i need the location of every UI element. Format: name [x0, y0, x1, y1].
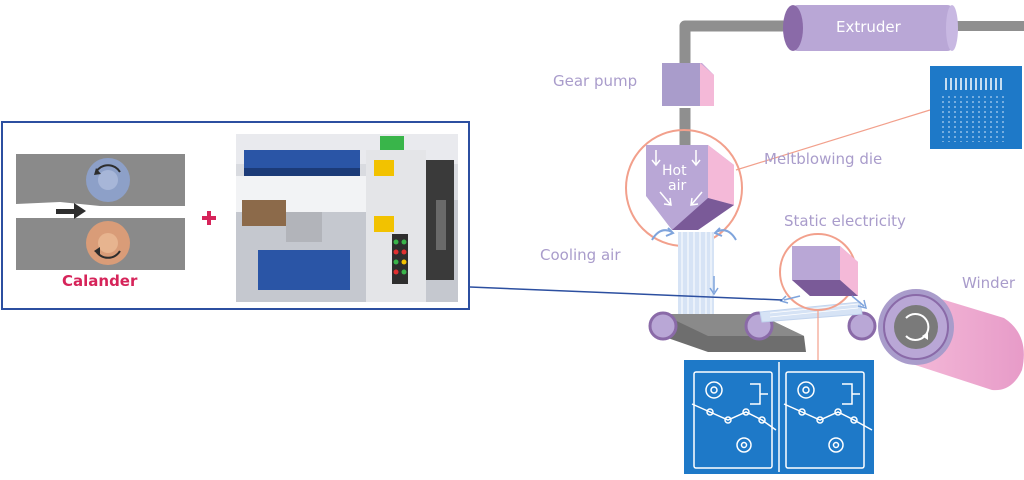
winder-label: Winder [962, 274, 1016, 292]
machine-photo [236, 134, 458, 302]
spinneret-icon [930, 66, 1022, 149]
calander-illustration [16, 154, 185, 270]
gear-pump [662, 63, 714, 106]
extruder-label: Extruder [836, 18, 901, 36]
winder [878, 289, 1024, 391]
connector-die-to-spinneret [735, 109, 931, 171]
hot-air-arrows [651, 150, 703, 206]
cooling-air-label: Cooling air [540, 246, 621, 264]
extruder [783, 5, 958, 51]
rotate-arrow-icon [95, 164, 121, 173]
air-label: air [668, 178, 687, 194]
arrow-right-icon [56, 203, 86, 219]
meltblowing-die-label: Meltblowing die [764, 150, 883, 168]
conveyor-belt [648, 301, 877, 352]
fiber-stream [678, 232, 719, 322]
schematic-icon [684, 360, 874, 474]
calander-label: Calander [62, 272, 138, 290]
meltblowing-die [646, 145, 734, 230]
static-electricity-unit [792, 246, 858, 296]
plus-icon [202, 211, 216, 225]
pipe-extruder-to-die [679, 20, 1024, 148]
connector-inset-to-line [469, 286, 783, 301]
gear-pump-label: Gear pump [553, 72, 638, 90]
hot-label: Hot [662, 163, 687, 179]
static-electricity-label: Static electricity [784, 212, 906, 230]
rotate-arrow-icon [905, 313, 930, 341]
